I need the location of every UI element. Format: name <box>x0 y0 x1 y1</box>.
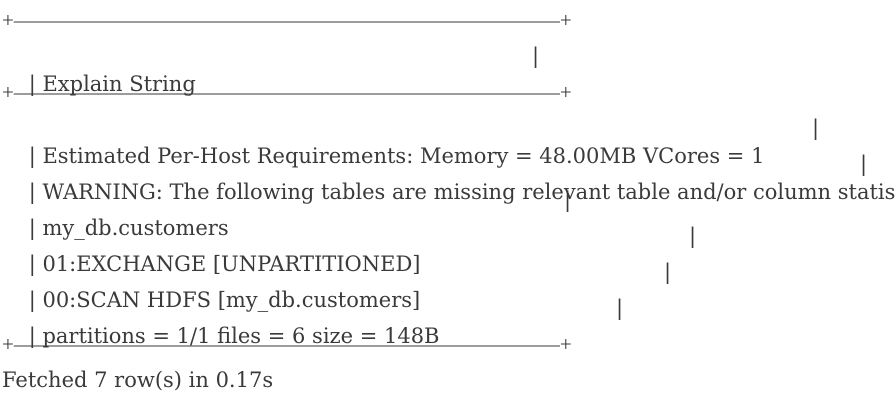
row-text: | partitions = 1/1 files = 6 size = 148B <box>28 324 440 348</box>
row-right-bar: | <box>616 296 624 320</box>
row-right-bar: | <box>860 152 868 176</box>
header-row: | Explain String <box>2 42 196 96</box>
row-text: | my_db.customers <box>28 216 229 240</box>
row-text: | WARNING: The following tables are miss… <box>28 180 896 204</box>
table-row: | partitions = 1/1 files = 6 size = 148B <box>2 294 440 348</box>
table-border-mid: +——————————————————————————+ <box>2 80 572 104</box>
table-row: | my_db.customers <box>2 186 229 240</box>
table-border-top: +——————————————————————————+ <box>2 8 572 32</box>
row-text: | Estimated Per-Host Requirements: Memor… <box>28 144 765 168</box>
table-row: | 00:SCAN HDFS [my_db.customers] <box>2 258 421 312</box>
table-row: | 01:EXCHANGE [UNPARTITIONED] <box>2 222 421 276</box>
fetch-summary: Fetched 7 row(s) in 0.17s <box>2 368 274 392</box>
header-right-bar: | <box>532 44 540 68</box>
row-text: | 00:SCAN HDFS [my_db.customers] <box>28 288 421 312</box>
row-right-bar: | <box>689 224 697 248</box>
header-label: | Explain String <box>28 72 196 96</box>
table-row: | Estimated Per-Host Requirements: Memor… <box>2 114 765 168</box>
row-right-bar: | <box>812 116 820 140</box>
table-row: | WARNING: The following tables are miss… <box>2 150 896 204</box>
row-right-bar: | <box>664 260 672 284</box>
row-right-bar: | <box>564 188 572 212</box>
row-text: | 01:EXCHANGE [UNPARTITIONED] <box>28 252 421 276</box>
table-border-bottom: +——————————————————————————+ <box>2 332 572 356</box>
